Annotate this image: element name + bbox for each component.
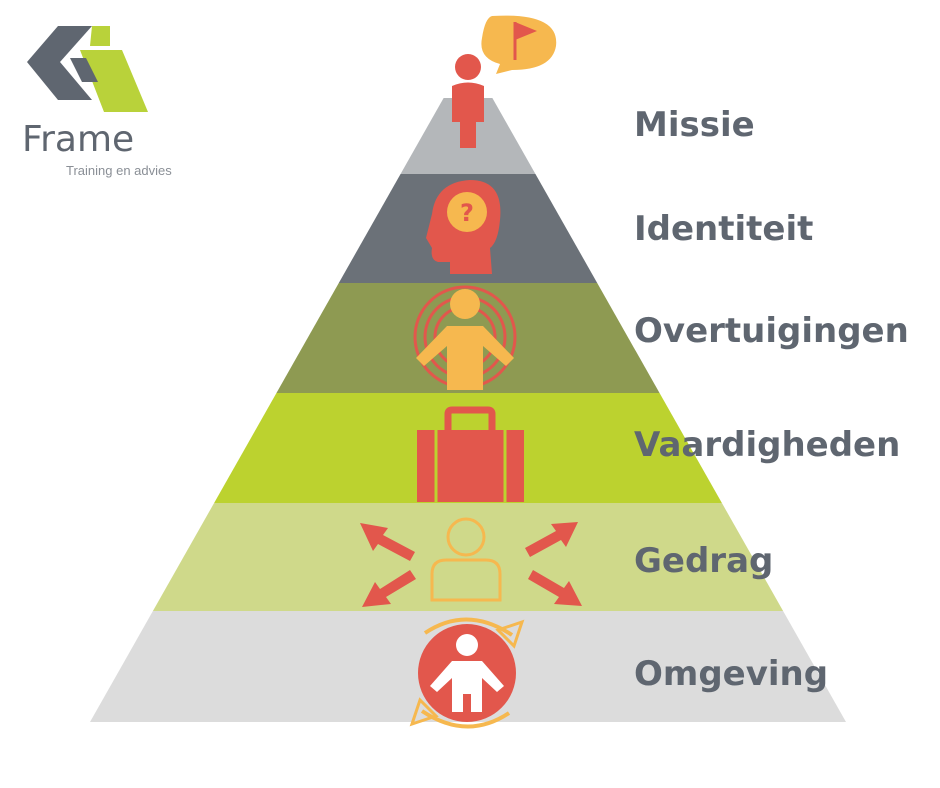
person-target-icon bbox=[413, 285, 517, 390]
frame-logo-mark-icon bbox=[27, 26, 148, 112]
logo-tagline: Training en advies bbox=[66, 163, 172, 178]
head-question-icon: ? bbox=[426, 180, 501, 274]
briefcase-icon bbox=[417, 406, 524, 502]
person-arrows-icon bbox=[360, 517, 582, 607]
level-label-identiteit: Identiteit bbox=[634, 209, 814, 249]
person-cycle-icon bbox=[409, 617, 525, 729]
level-label-missie: Missie bbox=[634, 105, 755, 145]
pyramid-layer-gedrag bbox=[152, 503, 784, 611]
level-label-omgeving: Omgeving bbox=[634, 654, 829, 694]
level-label-gedrag: Gedrag bbox=[634, 541, 774, 581]
level-label-vaardigheden: Vaardigheden bbox=[634, 425, 901, 465]
svg-text:?: ? bbox=[460, 199, 474, 227]
person-flag-icon bbox=[452, 15, 557, 148]
logo-name: Frame bbox=[22, 119, 135, 160]
level-label-overtuigingen: Overtuigingen bbox=[634, 311, 909, 351]
